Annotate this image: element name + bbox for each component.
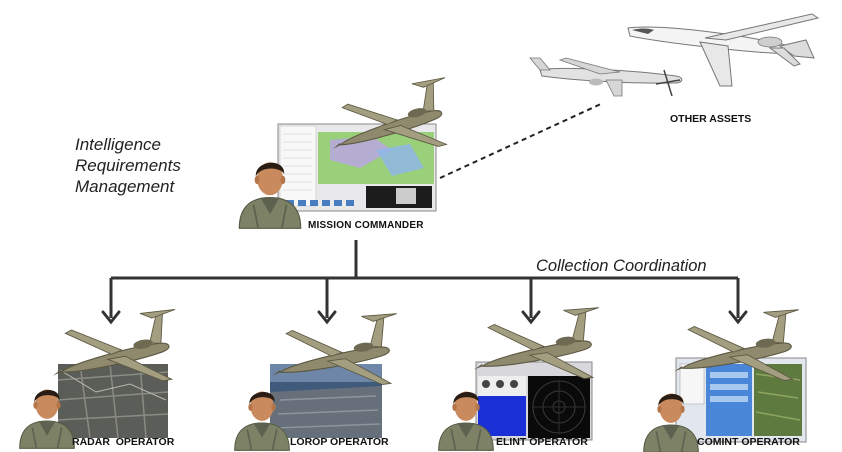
intelligence-requirements-caption: Intelligence Requirements Management [75,134,181,197]
arrowhead-elint [521,310,541,325]
comint-operator-label: COMINT OPERATOR [697,436,800,448]
caption-line-1: Intelligence [75,135,162,154]
arrowhead-radar [101,310,121,325]
other-assets-label: OTHER ASSETS [670,113,752,125]
arrowheads [101,310,748,325]
radar-imagery-display [57,363,169,439]
comint-panels-display [675,357,807,443]
arrowhead-comint [728,310,748,325]
elint-scope-display [475,361,593,441]
caption-line-3: Management [75,177,175,196]
other-assets-jet [627,13,820,87]
collection-coordination-label: Collection Coordination [536,257,707,275]
other-assets-dashed-link [439,102,604,179]
other-assets-turboprop [529,57,683,97]
elint-operator-label: ELINT OPERATOR [496,436,588,448]
lorop-operator-label: LOROP OPERATOR [290,436,389,448]
mission-commander-label: MISSION COMMANDER [308,220,424,231]
radar-operator-label: RADAR OPERATOR [72,436,175,448]
caption-line-2: Requirements [75,156,181,175]
connector-lines [109,240,740,318]
arrowhead-lorop [317,310,337,325]
